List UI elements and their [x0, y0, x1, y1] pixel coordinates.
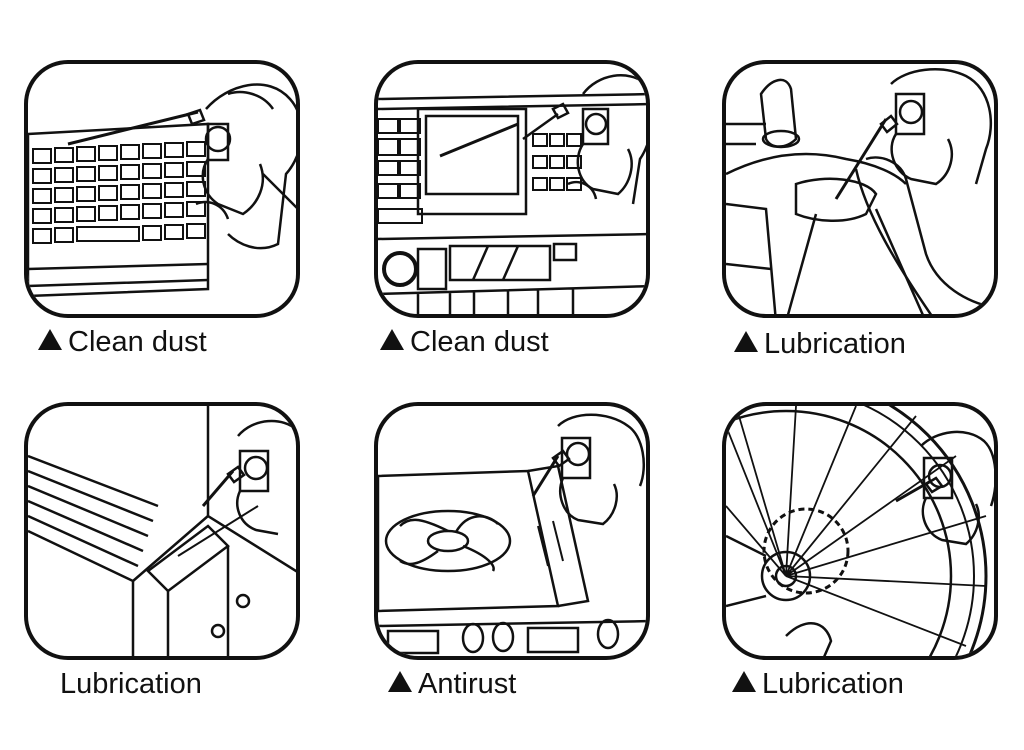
usage-panel-sliding-rail: [24, 402, 300, 660]
triangle-marker-icon: [732, 671, 756, 692]
bicycle-wheel-icon: [726, 406, 994, 656]
usage-panel-graphics-card: [374, 402, 650, 660]
caption-3: Lubrication: [734, 330, 906, 359]
hinge-icon: [726, 68, 994, 314]
keyboard-icon: [28, 83, 296, 298]
usage-panel-bicycle-wheel: [722, 402, 998, 660]
graphics-card-icon: [378, 413, 646, 655]
caption-6: Lubrication: [732, 670, 904, 699]
sliding-rail-icon: [28, 406, 296, 656]
usage-panel-car-radio: [374, 60, 650, 318]
caption-1: Clean dust: [38, 328, 207, 357]
triangle-marker-icon: [388, 671, 412, 692]
car-radio-icon: [378, 74, 646, 314]
triangle-marker-icon: [734, 331, 758, 352]
caption-4: Lubrication: [60, 668, 202, 700]
triangle-marker-icon: [380, 329, 404, 350]
caption-2: Clean dust: [380, 328, 549, 357]
usage-panel-keyboard: [24, 60, 300, 318]
caption-5: Antirust: [388, 670, 516, 699]
usage-panel-hinge: [722, 60, 998, 318]
triangle-marker-icon: [38, 329, 62, 350]
